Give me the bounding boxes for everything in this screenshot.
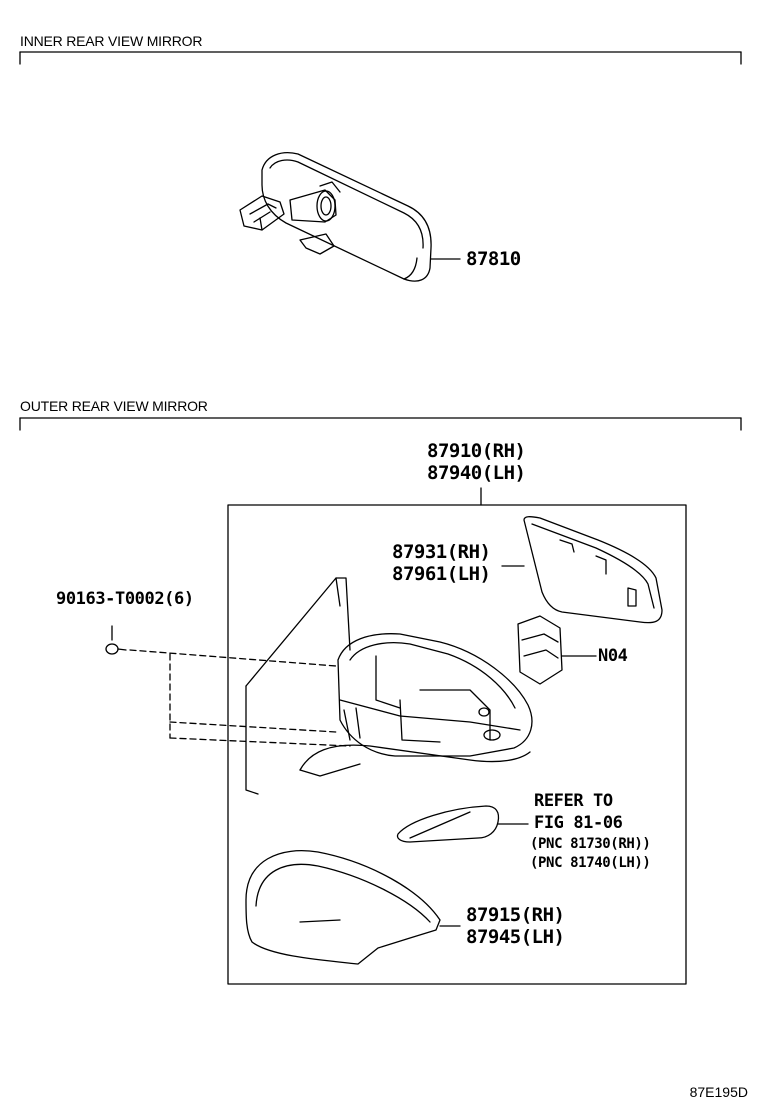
outer-section-bracket: [19, 417, 742, 431]
part-label-outer-assy-rh[interactable]: 87910(RH): [427, 440, 526, 462]
inner-section-title: INNER REAR VIEW MIRROR: [20, 33, 203, 49]
part-label-cover-rh[interactable]: 87915(RH): [466, 904, 565, 926]
door-mount-plate: [245, 577, 351, 795]
screw-installation-dashes: [129, 649, 351, 747]
part-label-connector[interactable]: N04: [598, 646, 628, 666]
refer-label-pnc-lh: (PNC 81740(LH)): [530, 855, 651, 871]
screw-drawing: [105, 625, 127, 655]
mirror-cover-drawing: [245, 850, 461, 965]
connector-n04-drawing: [517, 615, 597, 685]
outer-assembly-frame: [227, 504, 687, 985]
part-label-mirror-glass-lh[interactable]: 87961(LH): [392, 563, 491, 585]
inner-section-bracket: [19, 51, 742, 65]
part-label-outer-assy-lh[interactable]: 87940(LH): [427, 462, 526, 484]
part-label-screw[interactable]: 90163-T0002(6): [56, 589, 194, 609]
refer-label-line2[interactable]: FIG 81-06: [534, 813, 623, 833]
mirror-glass-drawing: [501, 516, 663, 624]
inner-mirror-drawing: [239, 152, 461, 282]
figure-code: 87E195D: [689, 1084, 748, 1100]
turn-signal-drawing: [396, 805, 529, 843]
refer-label-line1: REFER TO: [534, 791, 613, 811]
part-label-mirror-glass-rh[interactable]: 87931(RH): [392, 541, 491, 563]
part-label-cover-lh[interactable]: 87945(LH): [466, 926, 565, 948]
outer-section-title: OUTER REAR VIEW MIRROR: [20, 398, 208, 414]
part-label-inner-mirror[interactable]: 87810: [466, 248, 521, 270]
mirror-housing-drawing: [299, 633, 533, 777]
refer-label-pnc-rh: (PNC 81730(RH)): [530, 836, 651, 852]
